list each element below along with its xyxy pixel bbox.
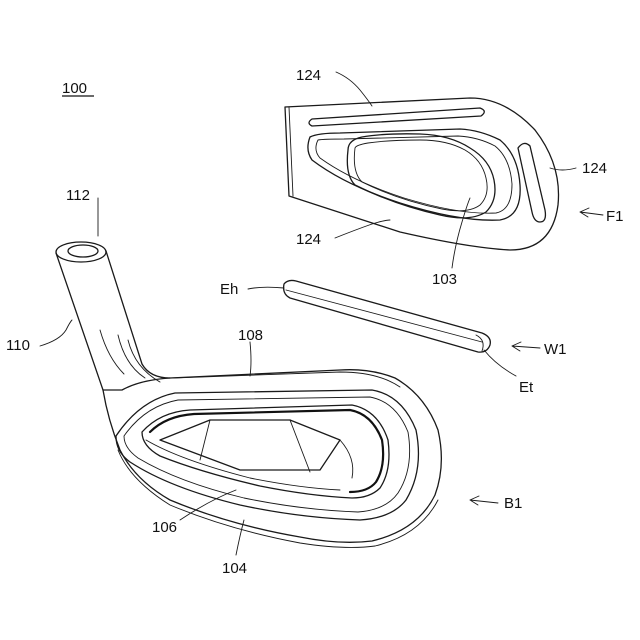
label-f1: F1 [606,208,624,225]
leader-124-right [550,168,576,170]
leader-124-top [336,72,372,106]
label-112: 112 [66,187,90,204]
arrow-f1 [580,208,603,217]
label-124-bottom: 124 [296,231,321,248]
leader-106 [180,490,236,520]
leader-124-bottom [335,220,390,238]
label-eh: Eh [220,281,238,298]
label-108: 108 [238,327,263,344]
leader-et [484,350,516,376]
weight-w1 [284,280,491,352]
label-106: 106 [152,519,177,536]
label-110: 110 [6,337,30,354]
leader-104 [236,520,244,555]
label-b1: B1 [504,495,522,512]
label-et: Et [519,379,534,396]
leader-108 [250,342,251,376]
figure-number: 100 [62,80,87,97]
leader-103 [452,198,470,268]
face-plate-f1 [285,98,559,250]
arrow-w1 [512,342,540,351]
label-103: 103 [432,271,457,288]
label-124-right: 124 [582,160,607,177]
label-w1: W1 [544,341,567,358]
arrow-b1 [470,496,498,505]
label-124-top: 124 [296,67,321,84]
leader-110 [40,320,72,346]
label-104: 104 [222,560,247,577]
leader-eh [248,287,284,289]
body-b1 [56,242,441,547]
